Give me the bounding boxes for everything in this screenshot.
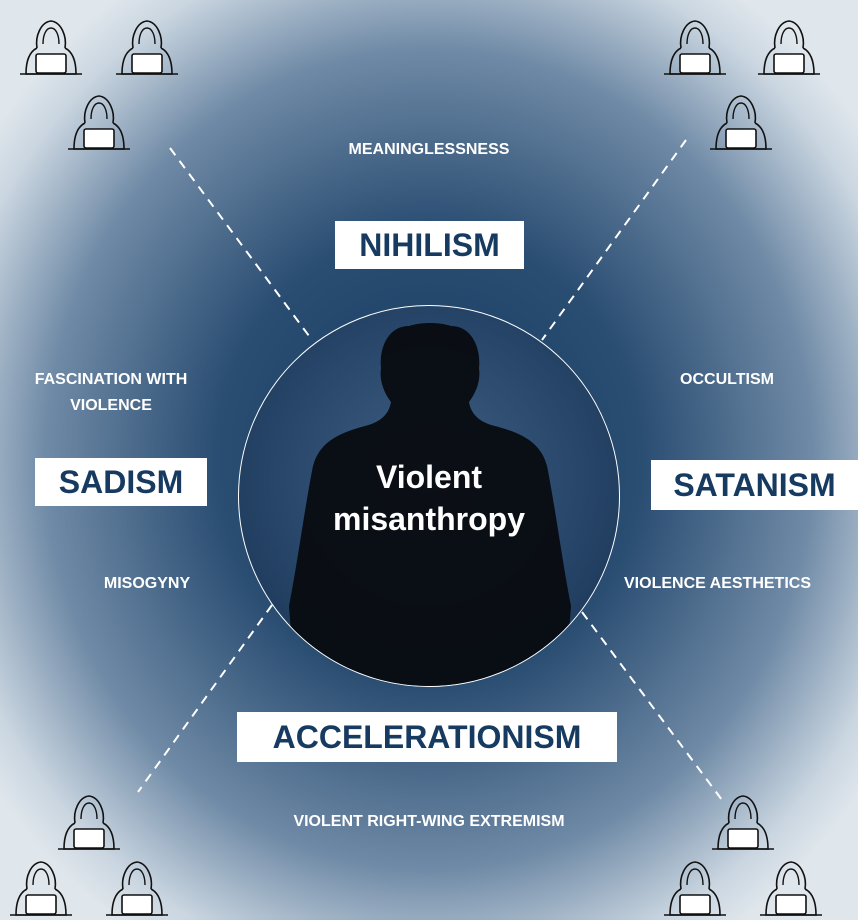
- label-misogyny: MISOGYNY: [103, 575, 191, 592]
- connector-bottom-right: [581, 611, 723, 801]
- box-satanism: SATANISM: [651, 460, 858, 510]
- hacker-icon: [57, 795, 121, 850]
- center-title-line1: Violent: [375, 459, 483, 495]
- connector-bottom-left: [137, 604, 273, 793]
- hacker-icon: [105, 861, 169, 916]
- hacker-icon: [663, 20, 727, 75]
- hacker-icon: [9, 861, 73, 916]
- box-nihilism: NIHILISM: [335, 221, 524, 269]
- hacker-icon: [757, 20, 821, 75]
- label-violence-aesthetics: VIOLENCE AESTHETICS: [624, 575, 811, 592]
- box-sadism: SADISM: [35, 458, 207, 506]
- hacker-icon: [663, 861, 727, 916]
- label-meaninglessness: MEANINGLESSNESS: [348, 141, 510, 158]
- box-accelerationism: ACCELERATIONISM: [237, 712, 617, 762]
- hacker-icon: [67, 95, 131, 150]
- label-fascination-with-violence: FASCINATION WITH VIOLENCE: [34, 371, 188, 414]
- label-violent-right-wing-extremism: VIOLENT RIGHT-WING EXTREMISM: [293, 813, 565, 830]
- hacker-icon: [711, 795, 775, 850]
- label-occultism: OCCULTISM: [680, 371, 774, 388]
- person-silhouette-icon: [289, 323, 571, 686]
- center-title-line2: misanthropy: [332, 501, 526, 537]
- center-title: Violent misanthropy: [239, 456, 619, 540]
- center-circle: Violent misanthropy: [238, 305, 620, 687]
- hacker-icon: [759, 861, 823, 916]
- hacker-icon: [115, 20, 179, 75]
- hacker-icon: [19, 20, 83, 75]
- connector-top-left: [169, 147, 313, 341]
- hacker-icon: [709, 95, 773, 150]
